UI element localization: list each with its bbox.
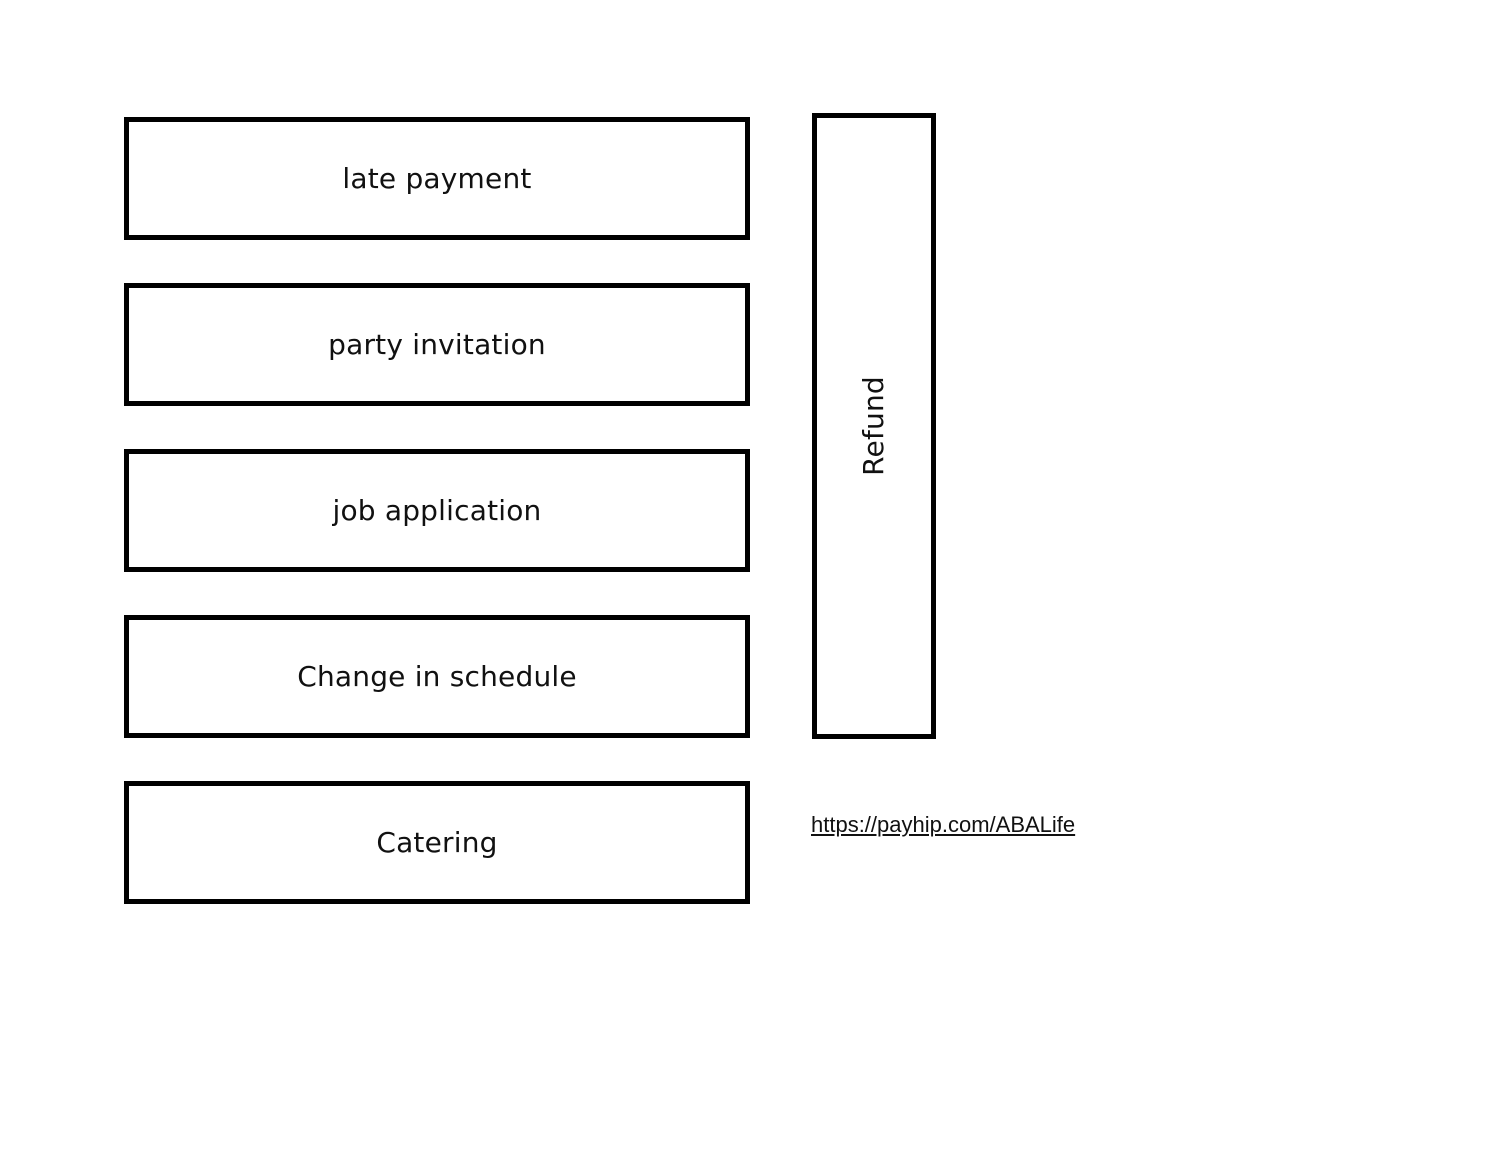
card-label: job application: [332, 493, 542, 527]
card-label: Change in schedule: [297, 659, 577, 693]
card-label: party invitation: [328, 327, 546, 361]
card-late-payment: late payment: [124, 117, 750, 240]
vertical-card-label: Refund: [857, 376, 890, 476]
card-label: Catering: [376, 825, 498, 859]
card-label: late payment: [342, 161, 532, 195]
card-catering: Catering: [124, 781, 750, 904]
card-job-application: job application: [124, 449, 750, 572]
card-refund: Refund: [812, 113, 936, 739]
payhip-link[interactable]: https://payhip.com/ABALife: [811, 812, 1076, 837]
card-change-in-schedule: Change in schedule: [124, 615, 750, 738]
card-party-invitation: party invitation: [124, 283, 750, 406]
